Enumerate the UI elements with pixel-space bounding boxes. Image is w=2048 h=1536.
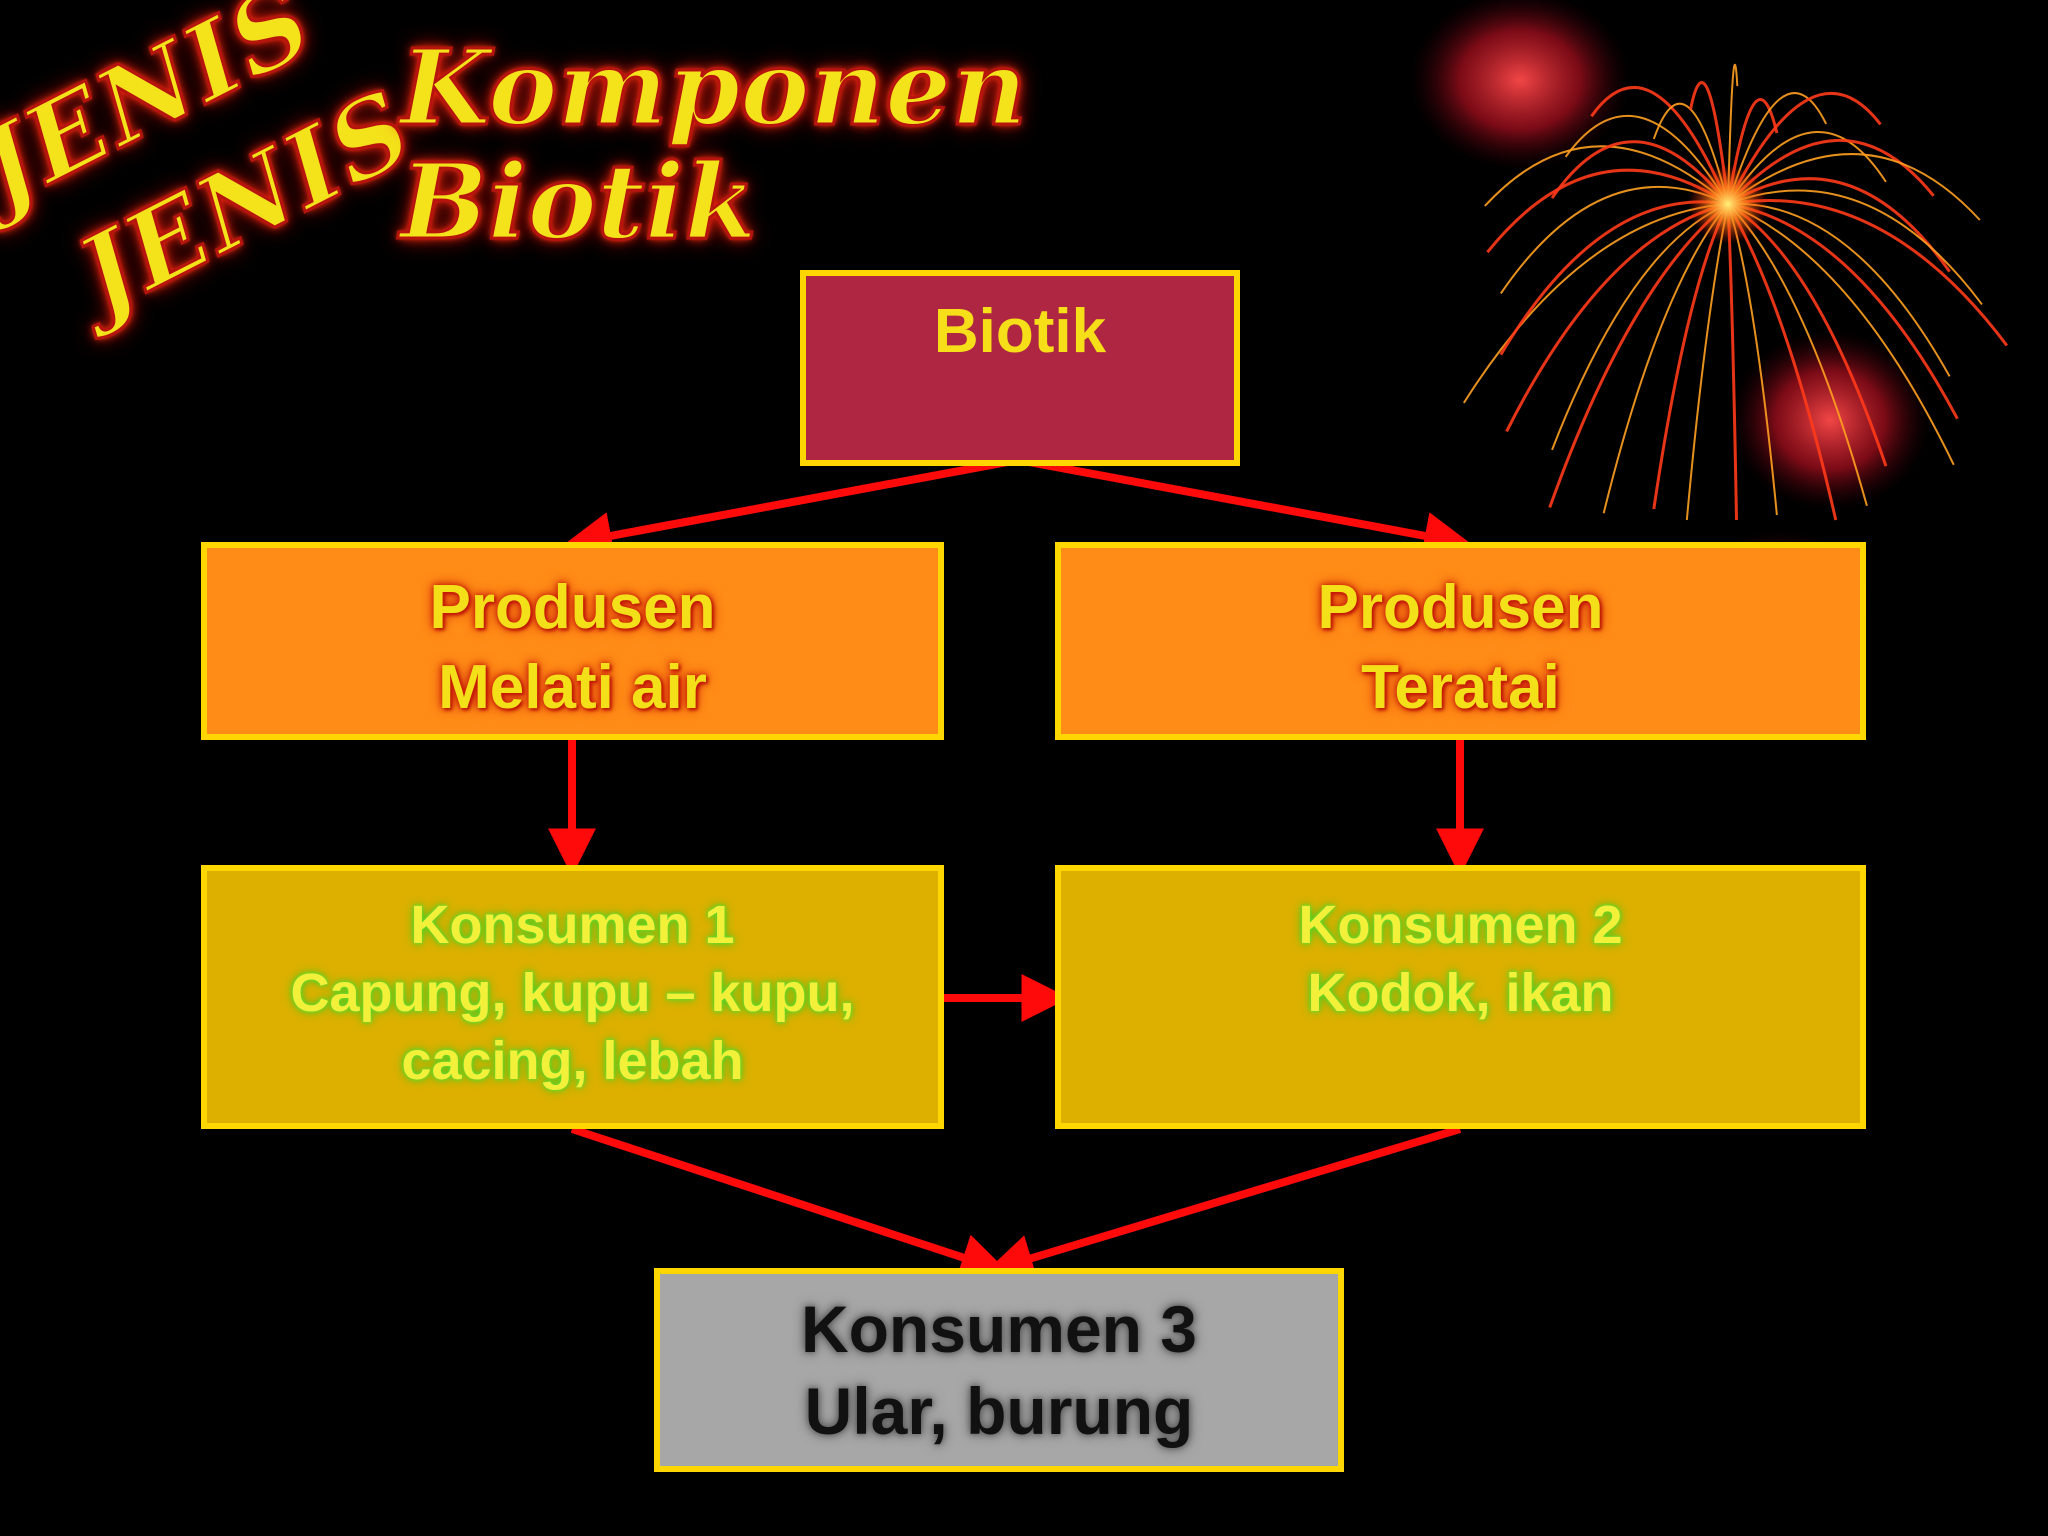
node-label: Kodok, ikan (1307, 963, 1614, 1023)
node-label: Capung, kupu – kupu, (290, 963, 855, 1023)
arrow-biotik-to-produsen-left (563, 456, 1019, 560)
firework-core (1688, 164, 1768, 244)
node-label: Konsumen 1 (410, 895, 735, 955)
node-label: Produsen (1317, 573, 1604, 642)
node-label: Ular, burung (804, 1374, 1194, 1448)
title-komponen: Komponen (399, 26, 1029, 149)
node-biotik: Biotik (800, 270, 1240, 466)
node-konsumen-1: Konsumen 1 Capung, kupu – kupu, cacing, … (201, 865, 944, 1129)
node-biotik-label: Biotik (933, 297, 1107, 366)
node-label: Konsumen 3 (800, 1292, 1198, 1366)
firework-ray (1727, 199, 2009, 347)
firework-ray (1727, 63, 1739, 205)
node-label: Teratai (1361, 653, 1560, 722)
glow-blob (1730, 330, 1930, 510)
firework-ray (1727, 153, 1981, 221)
node-label: Produsen (429, 573, 716, 642)
node-konsumen-3: Konsumen 3 Ular, burung (654, 1268, 1344, 1472)
arrow-konsumen-2-to-konsumen-3 (985, 1125, 1462, 1282)
title-biotik: Biotik (398, 140, 757, 263)
node-konsumen-2: Konsumen 2 Kodok, ikan (1055, 865, 1866, 1129)
node-produsen-teratai: Produsen Teratai (1055, 542, 1866, 740)
node-label: Melati air (438, 653, 707, 722)
firework-ray (1726, 91, 1882, 205)
node-label: Konsumen 2 (1298, 895, 1623, 955)
firework-ray (1727, 92, 1828, 205)
firework-ray (1484, 145, 1729, 207)
node-label: cacing, lebah (401, 1031, 744, 1091)
arrow-konsumen-1-to-konsumen-3 (570, 1125, 1009, 1281)
glow-blob (1410, 0, 1630, 170)
firework-ray (1590, 86, 1730, 205)
node-produsen-melati-air: Produsen Melati air (201, 542, 944, 740)
arrow-biotik-to-produsen-right (1017, 456, 1473, 560)
